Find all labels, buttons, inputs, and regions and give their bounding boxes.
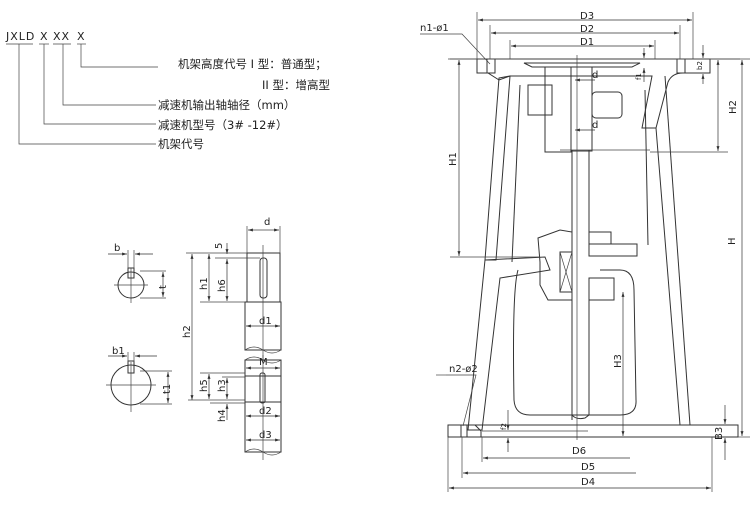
left-wall-lower bbox=[467, 256, 551, 431]
label-t1: t1 bbox=[162, 384, 173, 394]
label-h3: h3 bbox=[217, 379, 228, 392]
label-t: t bbox=[158, 285, 169, 289]
label-b: b bbox=[114, 243, 120, 254]
frame-section-drawing: n1-ø1 D3 D2 D1 d d f1 b2 H1 bbox=[420, 11, 750, 492]
desc-shaft-diameter: 减速机输出轴轴径（mm） bbox=[158, 98, 295, 112]
label-d: d bbox=[264, 217, 270, 228]
label-b2: b2 bbox=[696, 61, 704, 70]
label-h4: h4 bbox=[217, 409, 228, 422]
label-d-top: d bbox=[592, 70, 598, 81]
label-h: H bbox=[727, 237, 738, 245]
label-d-mid: d bbox=[592, 120, 598, 131]
label-h2: H2 bbox=[728, 100, 739, 114]
label-d1: D1 bbox=[580, 37, 594, 48]
desc-height-type-2: II 型：增高型 bbox=[262, 78, 330, 92]
label-b1: b1 bbox=[112, 346, 125, 357]
code-part-height: X bbox=[40, 30, 49, 43]
label-d3: d3 bbox=[259, 430, 272, 441]
label-d2: d2 bbox=[259, 406, 272, 417]
label-h6: h6 bbox=[217, 279, 228, 292]
middle-bearing-housing bbox=[537, 229, 573, 301]
label-5: 5 bbox=[214, 243, 225, 249]
desc-height-type: 机架高度代号 I 型：普通型； bbox=[178, 57, 327, 71]
leader-frame bbox=[18, 44, 156, 145]
leader-height bbox=[80, 44, 158, 68]
model-code-legend: JXLD X XX X 机架高度代号 I 型：普通型； II 型：增高型 减速机… bbox=[5, 30, 330, 151]
code-part-type: X bbox=[77, 30, 86, 43]
label-h3: H3 bbox=[613, 354, 624, 368]
label-d5: D5 bbox=[581, 462, 595, 473]
code-part-jxld: JXLD bbox=[5, 30, 35, 43]
desc-frame-code: 机架代号 bbox=[158, 137, 204, 151]
shaft-keyway-detail: b t b1 t1 d 5 bbox=[106, 217, 282, 460]
label-b3: B3 bbox=[714, 427, 725, 440]
label-d6: D6 bbox=[572, 446, 586, 457]
label-d1: d1 bbox=[259, 316, 272, 327]
code-part-shaft: XX bbox=[53, 30, 70, 43]
label-h5: h5 bbox=[199, 379, 210, 392]
label-n1-phi1: n1-ø1 bbox=[420, 23, 449, 34]
leader-model bbox=[43, 44, 156, 125]
shaft-upper-end bbox=[246, 252, 281, 303]
top-bearing-housing bbox=[544, 66, 572, 153]
leader-shaft bbox=[62, 44, 156, 106]
left-wall-upper bbox=[484, 75, 511, 261]
label-h1: h1 bbox=[199, 277, 210, 290]
desc-reducer-model: 减速机型号（3# -12#） bbox=[158, 118, 288, 132]
label-f2: f2 bbox=[500, 423, 508, 430]
label-n2-phi2: n2-ø2 bbox=[449, 364, 478, 375]
label-h1: H1 bbox=[448, 152, 459, 166]
label-d4: D4 bbox=[581, 477, 595, 488]
label-h2: h2 bbox=[182, 325, 193, 338]
label-d2: D2 bbox=[580, 24, 594, 35]
label-f1: f1 bbox=[635, 73, 643, 80]
label-d3: D3 bbox=[580, 11, 594, 22]
